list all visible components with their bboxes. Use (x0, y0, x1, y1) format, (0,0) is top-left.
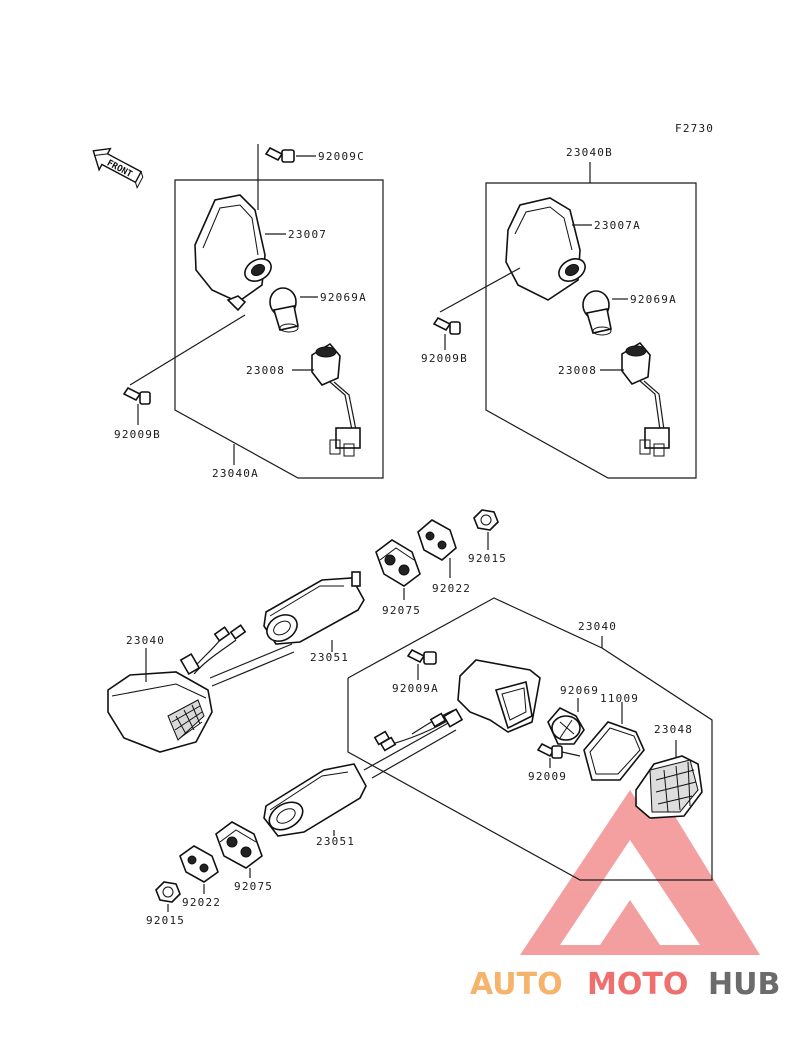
label-92015-top: 92015 (468, 552, 507, 565)
label-92075-bottom: 92075 (234, 880, 273, 893)
label-23007A: 23007A (594, 219, 641, 232)
label-92075-top: 92075 (382, 604, 421, 617)
lens-23048-icon (635, 755, 703, 819)
spacer-23051-top-icon (263, 571, 365, 645)
label-23040-left: 23040 (126, 634, 165, 647)
socket-23008-right-icon (621, 341, 670, 457)
washer-92022-top-icon (417, 519, 457, 561)
screw-92009B-right-icon (432, 316, 461, 350)
washer-92022-bottom-icon (179, 845, 219, 883)
nut-92015-bottom-icon (155, 881, 181, 903)
screw-92009A-icon (406, 648, 437, 680)
bulb-92069A-right-icon (582, 290, 612, 336)
label-92022-top: 92022 (432, 582, 471, 595)
label-11009: 11009 (600, 692, 639, 705)
label-92069A-left: 92069A (320, 291, 367, 304)
watermark-hub: HUB (708, 967, 780, 1002)
label-92009A: 92009A (392, 682, 439, 695)
label-23007: 23007 (288, 228, 327, 241)
label-92069: 92069 (560, 684, 599, 697)
label-92009B-right: 92009B (421, 352, 468, 365)
screw-92009B-left-icon (122, 386, 151, 425)
label-92069A-right: 92069A (630, 293, 677, 306)
damper-92075-top-icon (375, 539, 421, 587)
label-23048: 23048 (654, 723, 693, 736)
screw-92009C-icon (257, 144, 295, 210)
lens-23007-icon (194, 194, 272, 312)
screw-92009-icon (536, 742, 581, 768)
label-23040A: 23040A (212, 467, 259, 480)
watermark-auto: AUTO (470, 967, 563, 1002)
gasket-11009-icon (583, 721, 645, 781)
front-arrow-icon: FRONT (92, 147, 144, 190)
figure-code: F2730 (675, 122, 714, 135)
label-23051-bottom: 23051 (316, 835, 355, 848)
label-92015-bottom: 92015 (146, 914, 185, 927)
label-23008-right: 23008 (558, 364, 597, 377)
label-92009B-left: 92009B (114, 428, 161, 441)
label-23040-right: 23040 (578, 620, 617, 633)
nut-92015-top-icon (473, 509, 499, 531)
turn-signal-23040-left-icon (107, 624, 295, 753)
lens-23007A-icon (505, 197, 586, 301)
upper-stack: 92015 92022 92075 23051 (107, 509, 507, 753)
socket-23008-icon (311, 342, 361, 457)
bulb-92069A-icon (269, 287, 299, 333)
lens-grid-icon (167, 699, 205, 741)
label-92009C: 92009C (318, 150, 365, 163)
spacer-23051-bottom-icon (263, 763, 367, 837)
assembly-23040: 23040 92009A (146, 597, 713, 927)
damper-92075-bottom-icon (215, 821, 263, 869)
assembly-23040B: 23040B 23007A 92069A 92009B (421, 146, 697, 479)
turn-signal-housing-icon (363, 659, 541, 779)
label-23008-left: 23008 (246, 364, 285, 377)
watermark-text: AUTO MOTO HUB (470, 967, 780, 1002)
label-92009: 92009 (528, 770, 567, 783)
label-92022-bottom: 92022 (182, 896, 221, 909)
label-23051-top: 23051 (310, 651, 349, 664)
watermark-moto: MOTO (587, 967, 688, 1002)
label-23040B: 23040B (566, 146, 613, 159)
watermark-logo-icon (520, 790, 760, 955)
assembly-23040A: 92009C 23007 92069A (114, 144, 384, 480)
bulb-92069-icon (547, 707, 585, 745)
